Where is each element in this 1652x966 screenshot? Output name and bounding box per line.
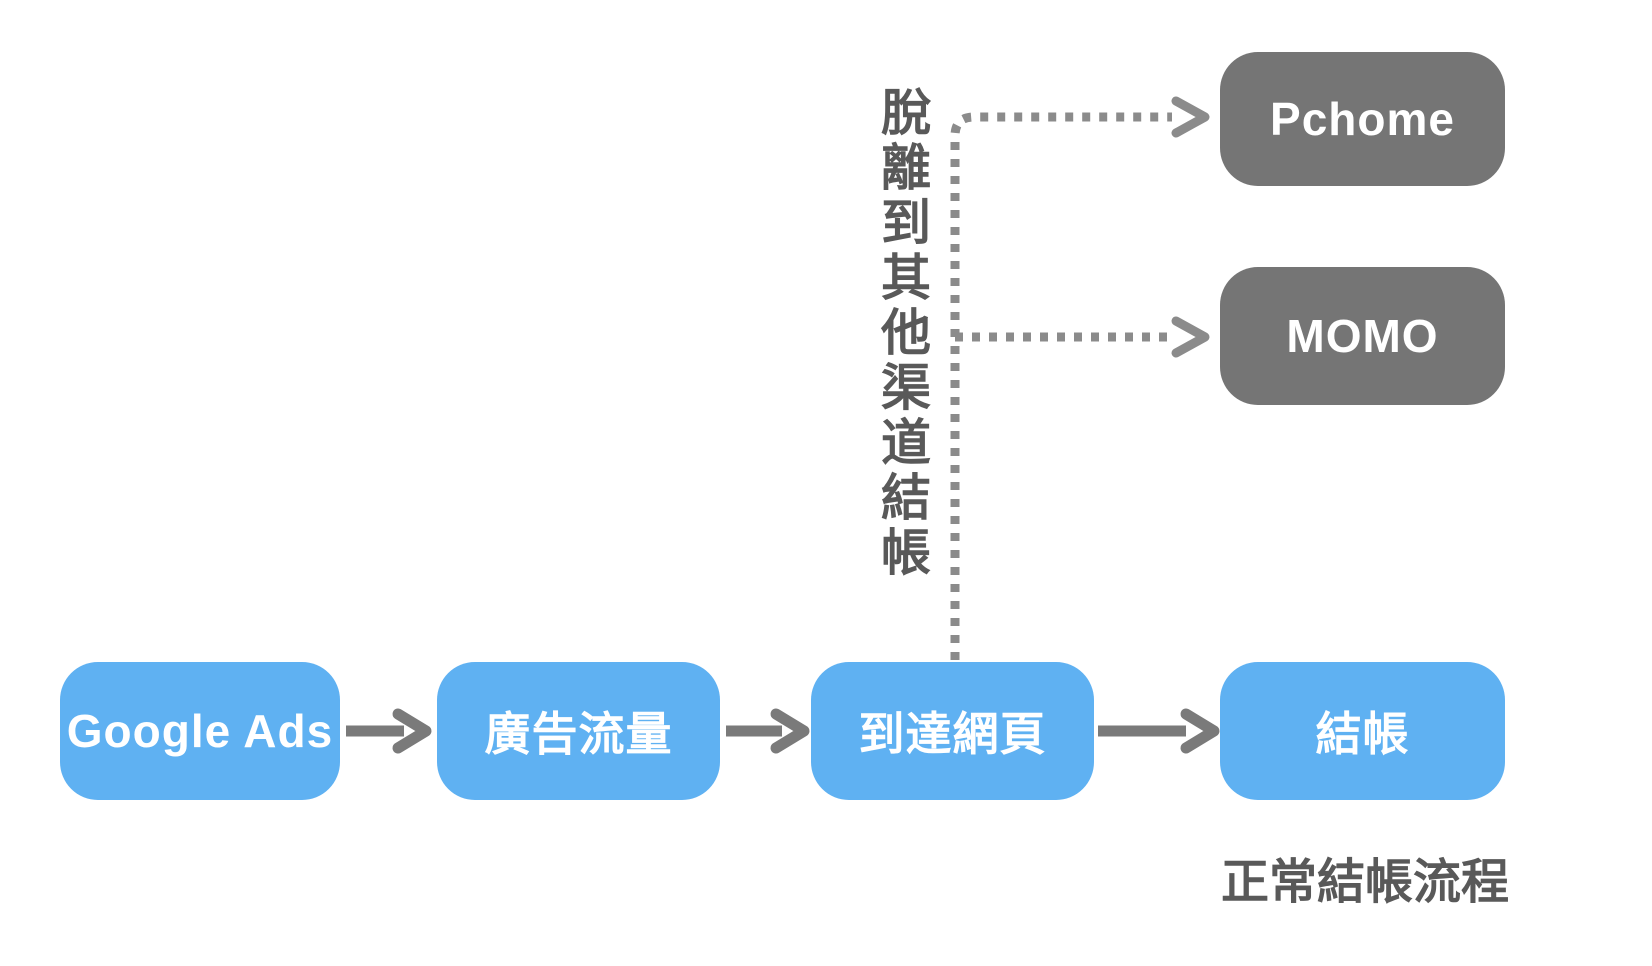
normal-flow-annotation: 正常結帳流程 xyxy=(1220,856,1509,909)
arrow-ad-traffic-to-landing-page xyxy=(726,708,810,754)
node-landing-page: 到達網頁 xyxy=(811,662,1094,800)
node-momo: MOMO xyxy=(1220,267,1505,405)
node-checkout: 結帳 xyxy=(1220,662,1505,800)
node-google-ads: Google Ads xyxy=(60,662,340,800)
node-momo-label: MOMO xyxy=(1286,310,1439,362)
node-pchome-label: Pchome xyxy=(1270,93,1455,145)
node-pchome: Pchome xyxy=(1220,52,1505,186)
node-ad-traffic-label: 廣告流量 xyxy=(484,708,673,760)
node-checkout-label: 結帳 xyxy=(1315,708,1410,760)
dotted-connector-landing-page-to-momo xyxy=(955,316,1210,358)
node-google-ads-label: Google Ads xyxy=(66,705,334,757)
leave-channel-annotation: 脫離到其他渠道結帳 xyxy=(874,86,930,581)
node-ad-traffic: 廣告流量 xyxy=(437,662,720,800)
arrow-google-ads-to-ad-traffic xyxy=(346,708,432,754)
dotted-connector-landing-page-to-pchome xyxy=(950,96,1210,660)
arrow-landing-page-to-checkout xyxy=(1098,708,1220,754)
node-landing-page-label: 到達網頁 xyxy=(858,708,1047,760)
